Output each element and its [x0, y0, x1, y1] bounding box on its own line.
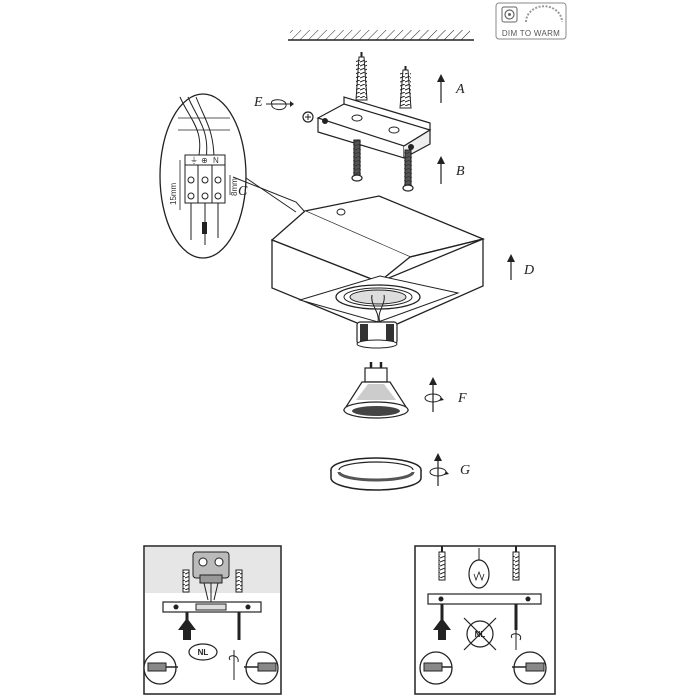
- wall-plug-left: [438, 546, 446, 581]
- rotate-arrow-icon: [424, 377, 444, 412]
- arrow-up-icon: [178, 618, 196, 640]
- wall-plug-left: [182, 569, 190, 593]
- screwdriver-magnifier-right: [512, 651, 547, 685]
- label-a: A: [455, 82, 465, 97]
- strip-length-label: 15mm: [169, 182, 178, 205]
- ceiling: [288, 30, 474, 41]
- mounting-bracket: [427, 593, 542, 605]
- rotate-arrow-icon: [510, 628, 522, 650]
- label-c: C: [238, 184, 248, 199]
- badge-text: DIM TO WARM: [502, 29, 560, 38]
- label-f: F: [457, 391, 467, 406]
- rotate-arrow-icon: [228, 650, 239, 680]
- rotate-arrow-icon: [429, 453, 449, 486]
- nl-badge-text: NL: [198, 648, 209, 657]
- arrow-up-icon: [507, 254, 515, 280]
- ground-screw: [302, 111, 314, 123]
- terminal-live: ⊕: [201, 156, 208, 165]
- bulb-icon: [468, 548, 490, 589]
- arrow-up-icon: [437, 156, 445, 184]
- rotate-arrow-icon: [266, 99, 294, 111]
- wall-plug-right: [235, 569, 243, 593]
- strip-short-label: 8mm: [230, 178, 239, 196]
- nl-badge-crossed: NL: [463, 617, 497, 651]
- label-g: G: [460, 463, 470, 478]
- screw-right: [402, 149, 414, 192]
- wall-plug-right: [399, 66, 412, 109]
- mounting-bracket: [316, 96, 432, 159]
- warm-arc-icon: [525, 5, 563, 23]
- arrow-up-icon: [437, 74, 445, 103]
- mounting-bracket: [162, 601, 262, 613]
- panel-right: NL: [414, 545, 556, 695]
- terminal-neutral: N: [213, 156, 219, 165]
- label-d: D: [523, 263, 534, 278]
- label-b: B: [456, 164, 465, 179]
- retaining-ring: [330, 457, 422, 491]
- arrow-up-icon: [433, 618, 451, 640]
- label-e: E: [253, 95, 263, 110]
- terminal-ground: ⏚: [190, 156, 198, 165]
- lamp-socket: [356, 294, 398, 349]
- gu10-bulb: [342, 362, 410, 419]
- screwdriver-magnifier-right: [244, 651, 279, 685]
- screw-left: [351, 139, 363, 182]
- wall-plug-left: [355, 52, 368, 101]
- nl-badge: NL: [188, 643, 218, 661]
- panel-left: NL: [143, 545, 282, 695]
- dim-to-warm-badge: DIM TO WARM: [495, 2, 567, 40]
- wiring-detail-circle: ⏚ ⊕ N 15mm 8mm: [159, 93, 306, 259]
- dimmer-icon: [501, 6, 518, 23]
- junction-box: [192, 551, 230, 584]
- fixture-housing: [270, 195, 486, 333]
- wire-strands: [203, 582, 219, 602]
- screwdriver-magnifier-left: [143, 651, 178, 685]
- screwdriver-magnifier-left: [419, 651, 453, 685]
- wall-plug-right: [512, 546, 520, 581]
